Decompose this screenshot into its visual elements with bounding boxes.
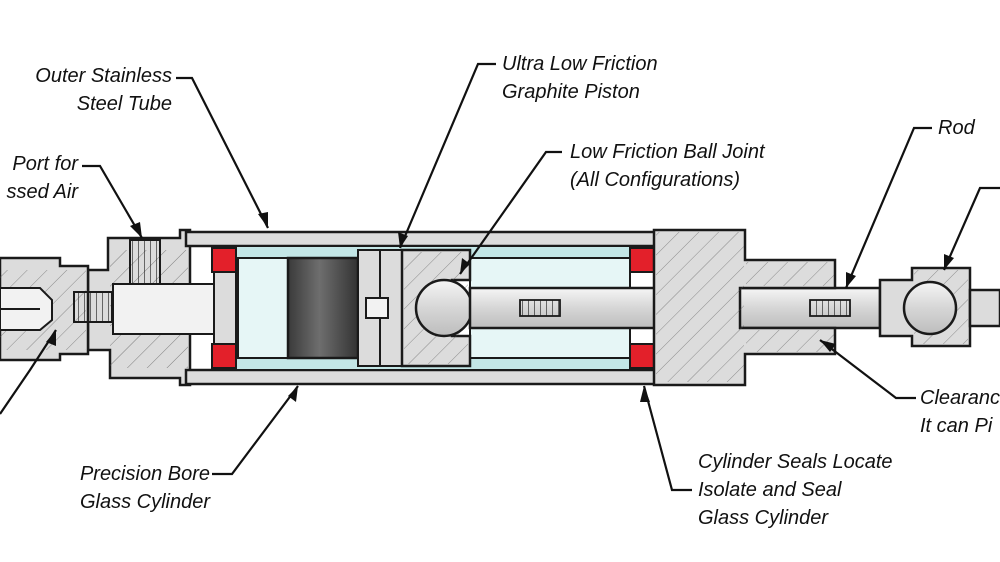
front-end-cap (652, 228, 837, 387)
label-outer-stainless-tube: Outer Stainless Steel Tube (12, 62, 172, 118)
seal-right-bottom (629, 343, 655, 369)
seal-left-bottom (211, 343, 237, 369)
air-port-thread (129, 239, 161, 285)
label-clearance-line1: Clearanc (920, 387, 1000, 409)
leader-outer-tube (176, 76, 269, 229)
leader-glass (212, 385, 299, 476)
label-seals-line3: Glass Cylinder (698, 507, 829, 529)
label-port-line2: ssed Air (6, 181, 78, 203)
label-air-port: Port for ssed Air (0, 150, 78, 206)
leader-seals (642, 385, 692, 492)
leader-piston (398, 62, 496, 249)
label-outer-tube-line1: Outer Stainless (35, 65, 172, 87)
cylinder-seals (211, 247, 655, 369)
label-glass-line2: Glass Cylinder (79, 491, 210, 513)
label-ball-joint: Low Friction Ball Joint (All Configurati… (570, 138, 765, 194)
ball-joint (400, 248, 474, 368)
label-clearance: Clearanc It can Pi (920, 384, 1000, 440)
rod-end-ball-joint (878, 266, 1000, 348)
label-rod-line1: Rod (938, 117, 975, 139)
leader-port (82, 164, 143, 239)
graphite-piston (286, 249, 403, 367)
label-piston-line1: Ultra Low Friction (502, 53, 658, 75)
leader-clearance (819, 339, 916, 400)
label-glass-line1: Precision Bore (79, 463, 210, 485)
label-port-line1: Port for (12, 153, 78, 175)
label-seals-line1: Cylinder Seals Locate (698, 451, 893, 473)
label-graphite-piston: Ultra Low Friction Graphite Piston (502, 50, 658, 106)
label-clearance-line2: It can Pi (920, 415, 993, 437)
label-piston-line2: Graphite Piston (502, 81, 640, 103)
seal-left-top (211, 247, 237, 273)
label-cylinder-seals: Cylinder Seals Locate Isolate and Seal G… (698, 448, 893, 532)
label-outer-tube-line2: Steel Tube (76, 93, 172, 115)
leader-rod (844, 126, 932, 289)
ball (414, 278, 474, 338)
leader-ball-joint (459, 150, 562, 275)
label-glass-cylinder: Precision Bore Glass Cylinder (40, 460, 210, 516)
rear-mount (0, 256, 113, 362)
mount-thread (73, 291, 113, 323)
label-ball-joint-line1: Low Friction Ball Joint (570, 141, 765, 163)
leader-lines (0, 62, 1000, 492)
rear-end-cap (86, 228, 234, 387)
seal-right-top (629, 247, 655, 273)
label-seals-line2: Isolate and Seal (698, 479, 842, 501)
leader-mount (0, 329, 57, 415)
leader-rod-end (942, 186, 1000, 271)
leader-arrows (46, 212, 954, 402)
label-rod: Rod (938, 114, 975, 142)
label-ball-joint-line2: (All Configurations) (570, 169, 741, 191)
